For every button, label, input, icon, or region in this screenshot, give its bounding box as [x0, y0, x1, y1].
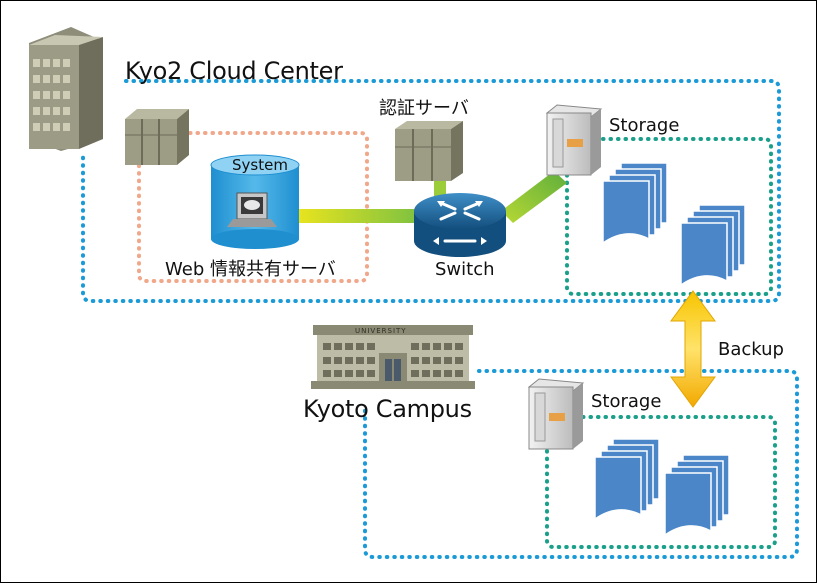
campus-boundary — [363, 369, 799, 559]
cloud-documents-icon — [602, 162, 746, 287]
auth-server-label: 認証サーバ — [379, 98, 469, 119]
university-building-icon — [311, 325, 475, 389]
cloud-storage-server-icon — [545, 104, 603, 176]
cloud-center-boundary — [81, 79, 781, 303]
web-server-label: Web 情報共有サーバ — [165, 259, 336, 280]
switch-icon — [414, 193, 506, 257]
system-database-icon — [210, 154, 300, 249]
university-sign: UNIVERSITY — [355, 327, 407, 335]
server-rack-icon — [125, 109, 189, 165]
backup-arrow-icon — [670, 290, 716, 408]
cloud-storage-box — [565, 137, 773, 296]
auth-server-icon — [395, 121, 463, 181]
campus-storage-box — [545, 415, 777, 549]
web-server-group-box — [137, 131, 369, 283]
link-switch-to-storage — [501, 171, 567, 223]
backup-label: Backup — [718, 339, 784, 360]
cloud-storage-label: Storage — [609, 115, 680, 136]
datacenter-building-icon — [29, 27, 103, 151]
campus-storage-label: Storage — [591, 391, 662, 412]
campus-storage-server-icon — [527, 378, 585, 450]
campus-label: Kyoto Campus — [303, 395, 472, 423]
link-web-to-switch — [297, 209, 417, 223]
campus-documents-icon — [594, 438, 730, 537]
system-label: System — [232, 156, 288, 174]
cloud-center-label: Kyo2 Cloud Center — [125, 57, 343, 85]
switch-label: Switch — [435, 259, 495, 280]
